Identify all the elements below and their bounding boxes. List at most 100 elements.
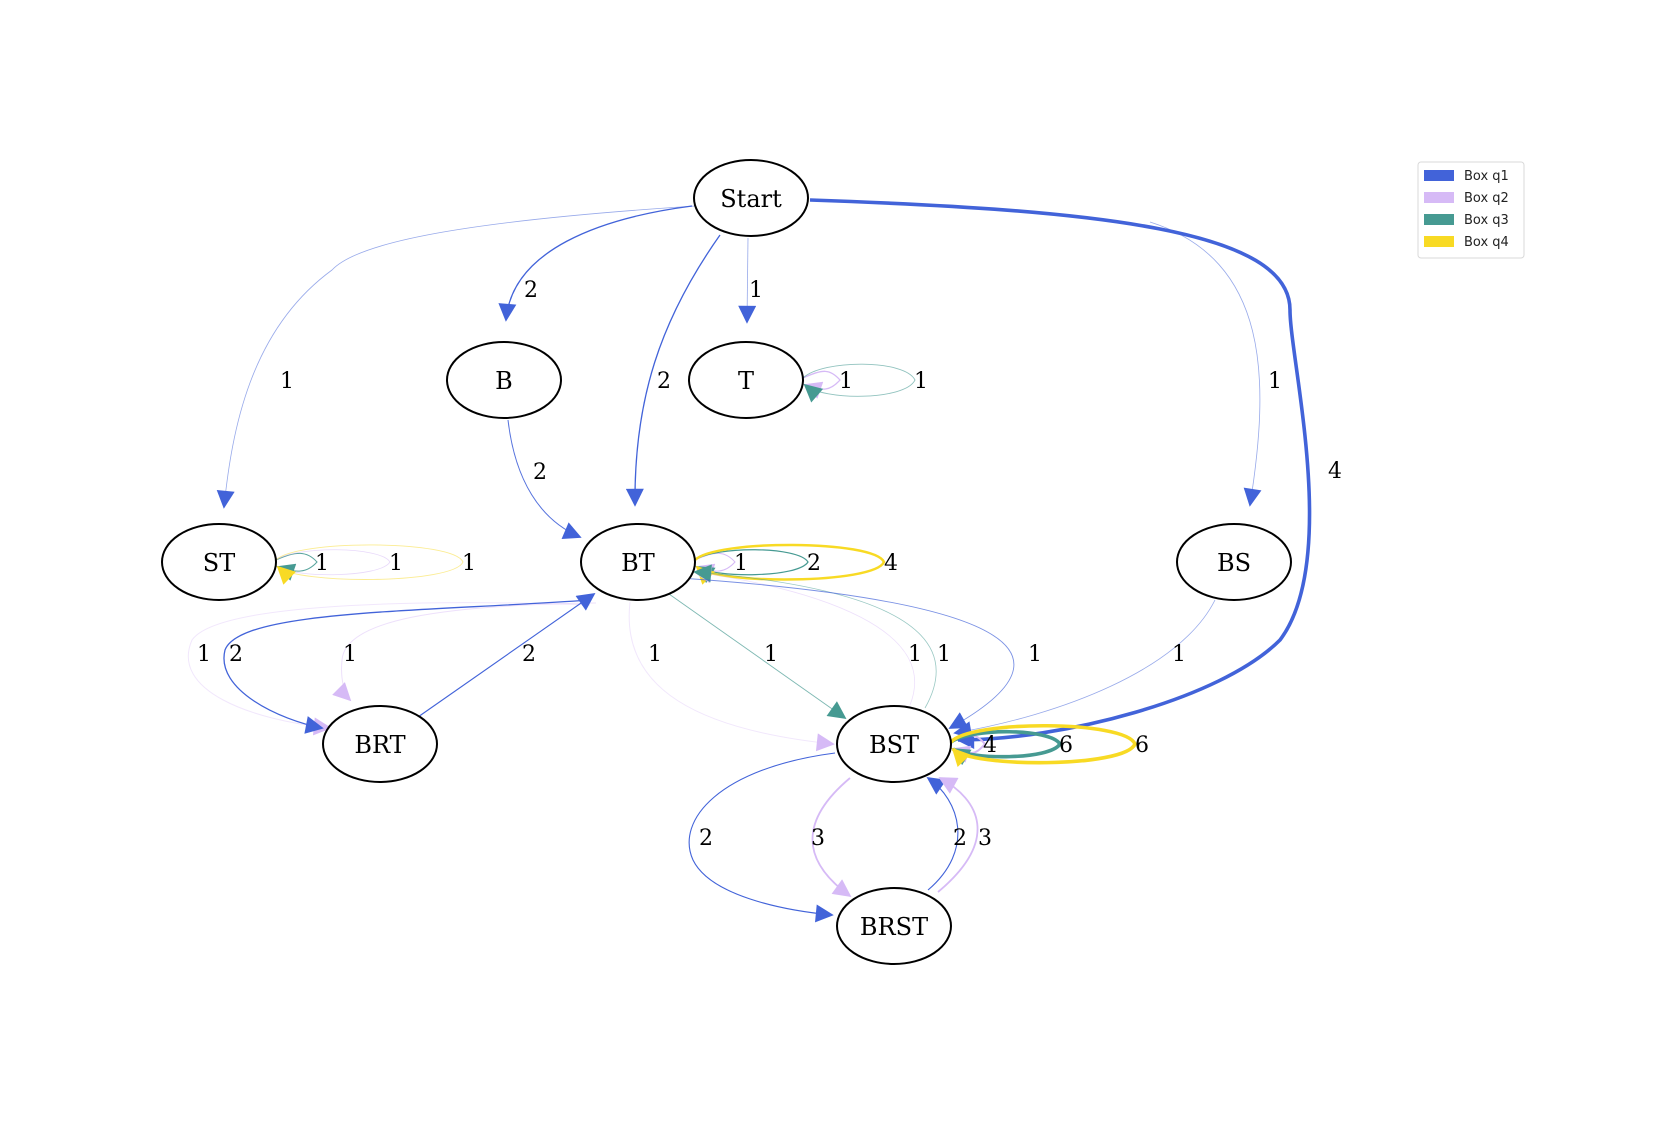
edge-label-bt-loop-q4: 4 <box>884 551 898 576</box>
edge-label-bt-bst-q3: 1 <box>764 642 778 667</box>
edge-label-bs-bst: 1 <box>1172 642 1186 667</box>
edge-bst-brst-q2 <box>811 777 852 898</box>
edge-label-brt-bt: 2 <box>522 642 536 667</box>
edge-start-bst <box>809 198 1312 749</box>
edge-label-t-loop-q2: 1 <box>839 369 853 394</box>
self-loop-bst-loop-q3 <box>949 729 1063 766</box>
legend-label: Box q4 <box>1464 235 1509 250</box>
node-label: BRT <box>354 731 405 759</box>
edge-label-bst-loop-q3: 6 <box>1059 733 1073 758</box>
self-loop-bt-loop-q4 <box>694 543 886 585</box>
self-loop-bst-loop-q4 <box>949 723 1137 767</box>
edge-start-st <box>216 205 696 509</box>
node-bst[interactable]: BST <box>836 705 952 783</box>
edge-label-start-bst: 4 <box>1328 459 1342 484</box>
edge-bst-bt-q3 <box>693 564 937 709</box>
edge-label-bt-brt-q2-inner: 1 <box>343 642 357 667</box>
edge-label-bst-brst-q2: 3 <box>811 826 825 851</box>
edge-bst-bt-q2 <box>693 565 916 706</box>
legend-label: Box q3 <box>1464 213 1509 228</box>
edge-label-start-st: 1 <box>280 369 294 394</box>
edges-layer <box>187 198 1312 923</box>
edge-bt-brt-q2-outer <box>187 602 591 736</box>
legend-label: Box q1 <box>1464 169 1509 184</box>
legend-swatch <box>1424 236 1454 247</box>
edge-label-st-loop-q4: 1 <box>462 551 476 576</box>
legend-item: Box q3 <box>1424 213 1509 228</box>
edge-label-brst-bst-q2: 3 <box>978 826 992 851</box>
edge-label-start-b: 2 <box>524 278 538 303</box>
self-loop-t-loop-q3 <box>802 363 916 403</box>
edge-label-st-loop-q2: 1 <box>389 551 403 576</box>
node-ellipse <box>836 887 952 965</box>
node-bt[interactable]: BT <box>580 523 696 601</box>
edge-label-start-t: 1 <box>749 278 763 303</box>
node-st[interactable]: ST <box>161 523 277 601</box>
edge-label-start-bs: 1 <box>1268 369 1282 394</box>
node-b[interactable]: B <box>446 341 562 419</box>
node-label: ST <box>203 549 235 577</box>
edge-label-bt-brt-q1: 2 <box>229 642 243 667</box>
edge-bt-bst-q3 <box>668 593 847 720</box>
edge-label-bt-loop-q3: 2 <box>807 551 821 576</box>
legend-label: Box q2 <box>1464 191 1509 206</box>
legend-item: Box q1 <box>1424 169 1509 184</box>
node-t[interactable]: T <box>688 341 804 419</box>
edge-label-bst-bt-q3: 1 <box>937 642 951 667</box>
self-loop-bt-loop-q3 <box>694 549 809 584</box>
node-label: T <box>738 367 754 395</box>
self-loop-st-loop-q2 <box>275 549 391 576</box>
legend-frame <box>1417 161 1525 259</box>
node-ellipse <box>693 159 809 237</box>
edge-label-start-bt: 2 <box>657 369 671 394</box>
node-label: BT <box>621 549 655 577</box>
edge-label-bst-loop-q4: 6 <box>1135 733 1149 758</box>
node-ellipse <box>161 523 277 601</box>
node-start[interactable]: Start <box>693 159 809 237</box>
node-brst[interactable]: BRST <box>836 887 952 965</box>
edge-start-t <box>738 237 757 324</box>
edge-label-bst-bt-q2: 1 <box>908 642 922 667</box>
node-ellipse <box>446 341 562 419</box>
edge-bt-bst-q2 <box>628 601 835 752</box>
edge-brt-bt <box>417 592 596 718</box>
edge-label-bst-loop-q2: 4 <box>983 733 997 758</box>
edge-start-b <box>498 205 693 322</box>
edge-brst-bst-q1 <box>926 776 959 891</box>
self-loop-st-loop-q4 <box>275 544 464 585</box>
legend-swatch <box>1424 170 1454 181</box>
edge-label-bt-brt-q2-outer: 1 <box>197 642 211 667</box>
node-ellipse <box>688 341 804 419</box>
edge-label-b-bt: 2 <box>533 460 547 485</box>
edge-bs-bst <box>953 599 1216 740</box>
legend-swatch <box>1424 192 1454 203</box>
edge-start-bt <box>625 234 721 507</box>
legend-item: Box q4 <box>1424 235 1509 250</box>
edge-label-t-loop-q3: 1 <box>914 369 928 394</box>
node-label: BS <box>1217 549 1251 577</box>
edge-label-st-loop-q3: 1 <box>315 551 329 576</box>
edge-b-bt <box>507 419 582 539</box>
node-bs[interactable]: BS <box>1176 523 1292 601</box>
edge-brst-bst-q2 <box>937 777 979 893</box>
edge-bst-brst-q1 <box>688 752 836 923</box>
edge-bt-brt-q2-inner <box>332 602 597 702</box>
edge-label-bt-bst-q2: 1 <box>648 642 662 667</box>
legend-swatch <box>1424 214 1454 225</box>
node-ellipse <box>1176 523 1292 601</box>
edge-label-bt-bst-q1: 1 <box>1028 642 1042 667</box>
edge-start-bs <box>1149 221 1262 507</box>
edge-label-brst-bst-q1: 2 <box>953 826 967 851</box>
edge-bt-bst-q1 <box>679 577 1015 729</box>
node-brt[interactable]: BRT <box>322 705 438 783</box>
node-ellipse <box>580 523 696 601</box>
node-ellipse <box>836 705 952 783</box>
node-label: BRST <box>860 913 928 941</box>
edge-bt-brt-q1 <box>223 599 591 734</box>
legend: Box q1 Box q2 Box q3 Box q4 <box>1417 161 1525 259</box>
node-label: B <box>495 367 513 395</box>
